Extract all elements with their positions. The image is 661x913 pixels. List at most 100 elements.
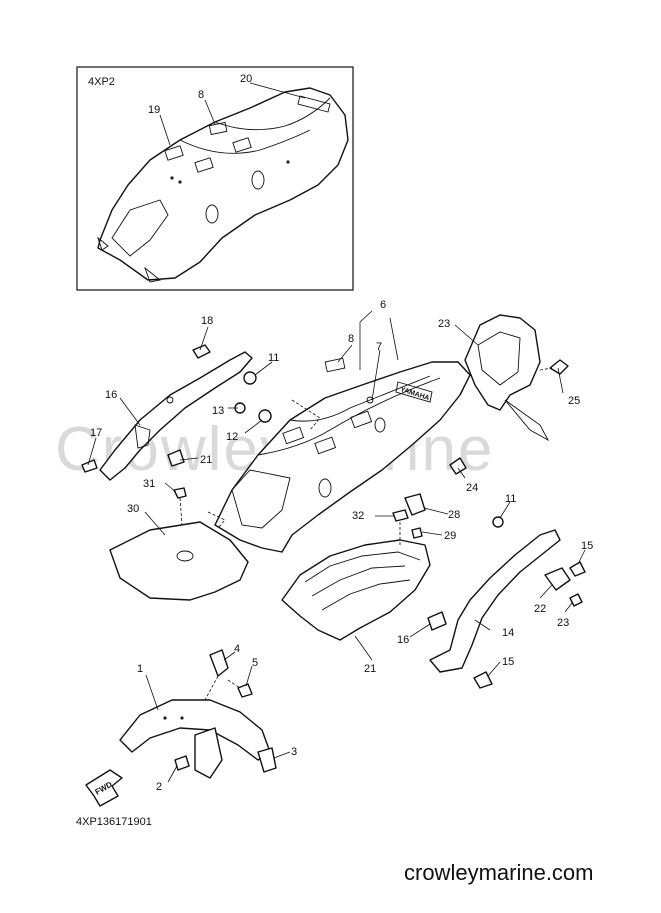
plate-30 (109, 521, 249, 601)
leader-23 (539, 584, 553, 599)
main-rear-fender-group: YAMAHA (207, 357, 471, 553)
leader-11-right (499, 501, 511, 519)
leader-6a (359, 310, 373, 323)
nut-26 (449, 457, 467, 475)
tail-light-lens (477, 331, 521, 386)
bolt-24 (569, 593, 583, 607)
drawing-number: 4XP136171901 (76, 816, 152, 828)
bolt-31 (173, 487, 187, 499)
callout-11-right: 11 (505, 493, 516, 505)
mud-guard-rib-1 (304, 551, 421, 583)
rear-fender (214, 361, 471, 553)
fender-hole-b (374, 417, 386, 433)
leader-lines (87, 310, 586, 783)
stay-18-hole (166, 396, 174, 404)
leader-24 (564, 602, 573, 613)
leader-20 (199, 326, 209, 351)
inset-bolt-a (170, 176, 174, 180)
leader-28 (423, 507, 449, 515)
bracket-4 (209, 649, 229, 677)
tail-light-dash (539, 367, 553, 371)
part-17-pad (427, 611, 447, 631)
leader-5 (245, 665, 253, 687)
stay-14 (429, 529, 561, 673)
callout-12: 12 (226, 431, 238, 443)
mud-guard-22 (281, 539, 431, 641)
bolt-31-dash (179, 497, 183, 526)
mud-guard-rib-3 (321, 579, 411, 611)
clip-32 (392, 509, 409, 522)
stay-18-cutout (134, 424, 151, 449)
tail-light-bracket (504, 399, 550, 442)
leader-21 (179, 457, 199, 461)
callout-17: 16 (397, 634, 409, 646)
inset-panel: 4XP2 19 8 20 (76, 66, 354, 291)
front-fender-group (119, 649, 277, 779)
fender-hidden-line-2 (207, 511, 226, 529)
fender-grommet (366, 396, 374, 404)
grommet-11-right (492, 516, 504, 528)
part-23-block (544, 567, 571, 591)
website-text: crowleymarine.com (404, 860, 594, 885)
fender-hole-a (318, 478, 332, 498)
plate-c (350, 410, 373, 429)
logo-plate (395, 381, 433, 403)
mud-guard-rib-2 (311, 565, 406, 597)
inset-plate-c (232, 137, 252, 153)
leader-6c (389, 317, 399, 361)
collar-12 (258, 409, 272, 423)
emblem-plate-7 (324, 357, 346, 373)
callout-30: 30 (127, 503, 139, 515)
leader-10 (249, 82, 306, 99)
bolt-19 (81, 459, 98, 473)
left-fender-stay (81, 344, 253, 481)
leader-12 (244, 419, 263, 434)
fender-opening (231, 469, 291, 529)
bolt-29 (411, 527, 423, 539)
callout-8: 8 (348, 333, 354, 345)
leader-31 (164, 482, 177, 493)
leader-19 (87, 437, 97, 466)
plate-b (314, 436, 337, 455)
leader-8 (337, 344, 353, 363)
bolt-5 (237, 683, 253, 698)
plate-30-group (109, 487, 249, 601)
callout-5: 5 (252, 657, 258, 669)
inset-fender-opening (111, 199, 169, 257)
callout-1: 1 (137, 663, 143, 675)
part-21-pad (167, 449, 185, 467)
callout-10: 20 (240, 73, 252, 85)
inset-plate-b (194, 157, 214, 173)
leader-25 (454, 324, 479, 346)
leader-1 (145, 674, 159, 711)
fwd-arrow: FWD (85, 769, 123, 807)
inset-mount-right (144, 266, 162, 283)
leader-18 (119, 397, 141, 426)
callout-8-inset: 8 (198, 89, 204, 101)
inset-rear-fender (97, 87, 349, 281)
right-fender-stay (427, 516, 586, 689)
callout-21: 21 (200, 454, 212, 466)
leader-14 (474, 619, 491, 631)
callout-28: 28 (448, 509, 460, 521)
leader-30 (144, 511, 166, 536)
leader-29 (421, 531, 443, 536)
leader-9 (159, 114, 171, 146)
callout-7: 7 (376, 341, 382, 353)
plate-30-hole (176, 550, 194, 562)
tail-light-screw (549, 359, 569, 375)
callout-27: 25 (568, 395, 580, 407)
grommet-11-left (243, 371, 257, 385)
callout-24: 23 (557, 617, 569, 629)
fender-ridge (257, 377, 441, 456)
leader-7 (371, 349, 381, 401)
callout-15: 15 (502, 656, 514, 668)
fender-hidden-line (291, 399, 321, 431)
callout-29: 29 (444, 530, 456, 542)
callout-14: 14 (502, 627, 514, 639)
callout-22: 21 (364, 663, 376, 675)
callout-20: 18 (201, 315, 213, 327)
callout-32: 32 (352, 510, 364, 522)
leader-3 (273, 751, 291, 759)
